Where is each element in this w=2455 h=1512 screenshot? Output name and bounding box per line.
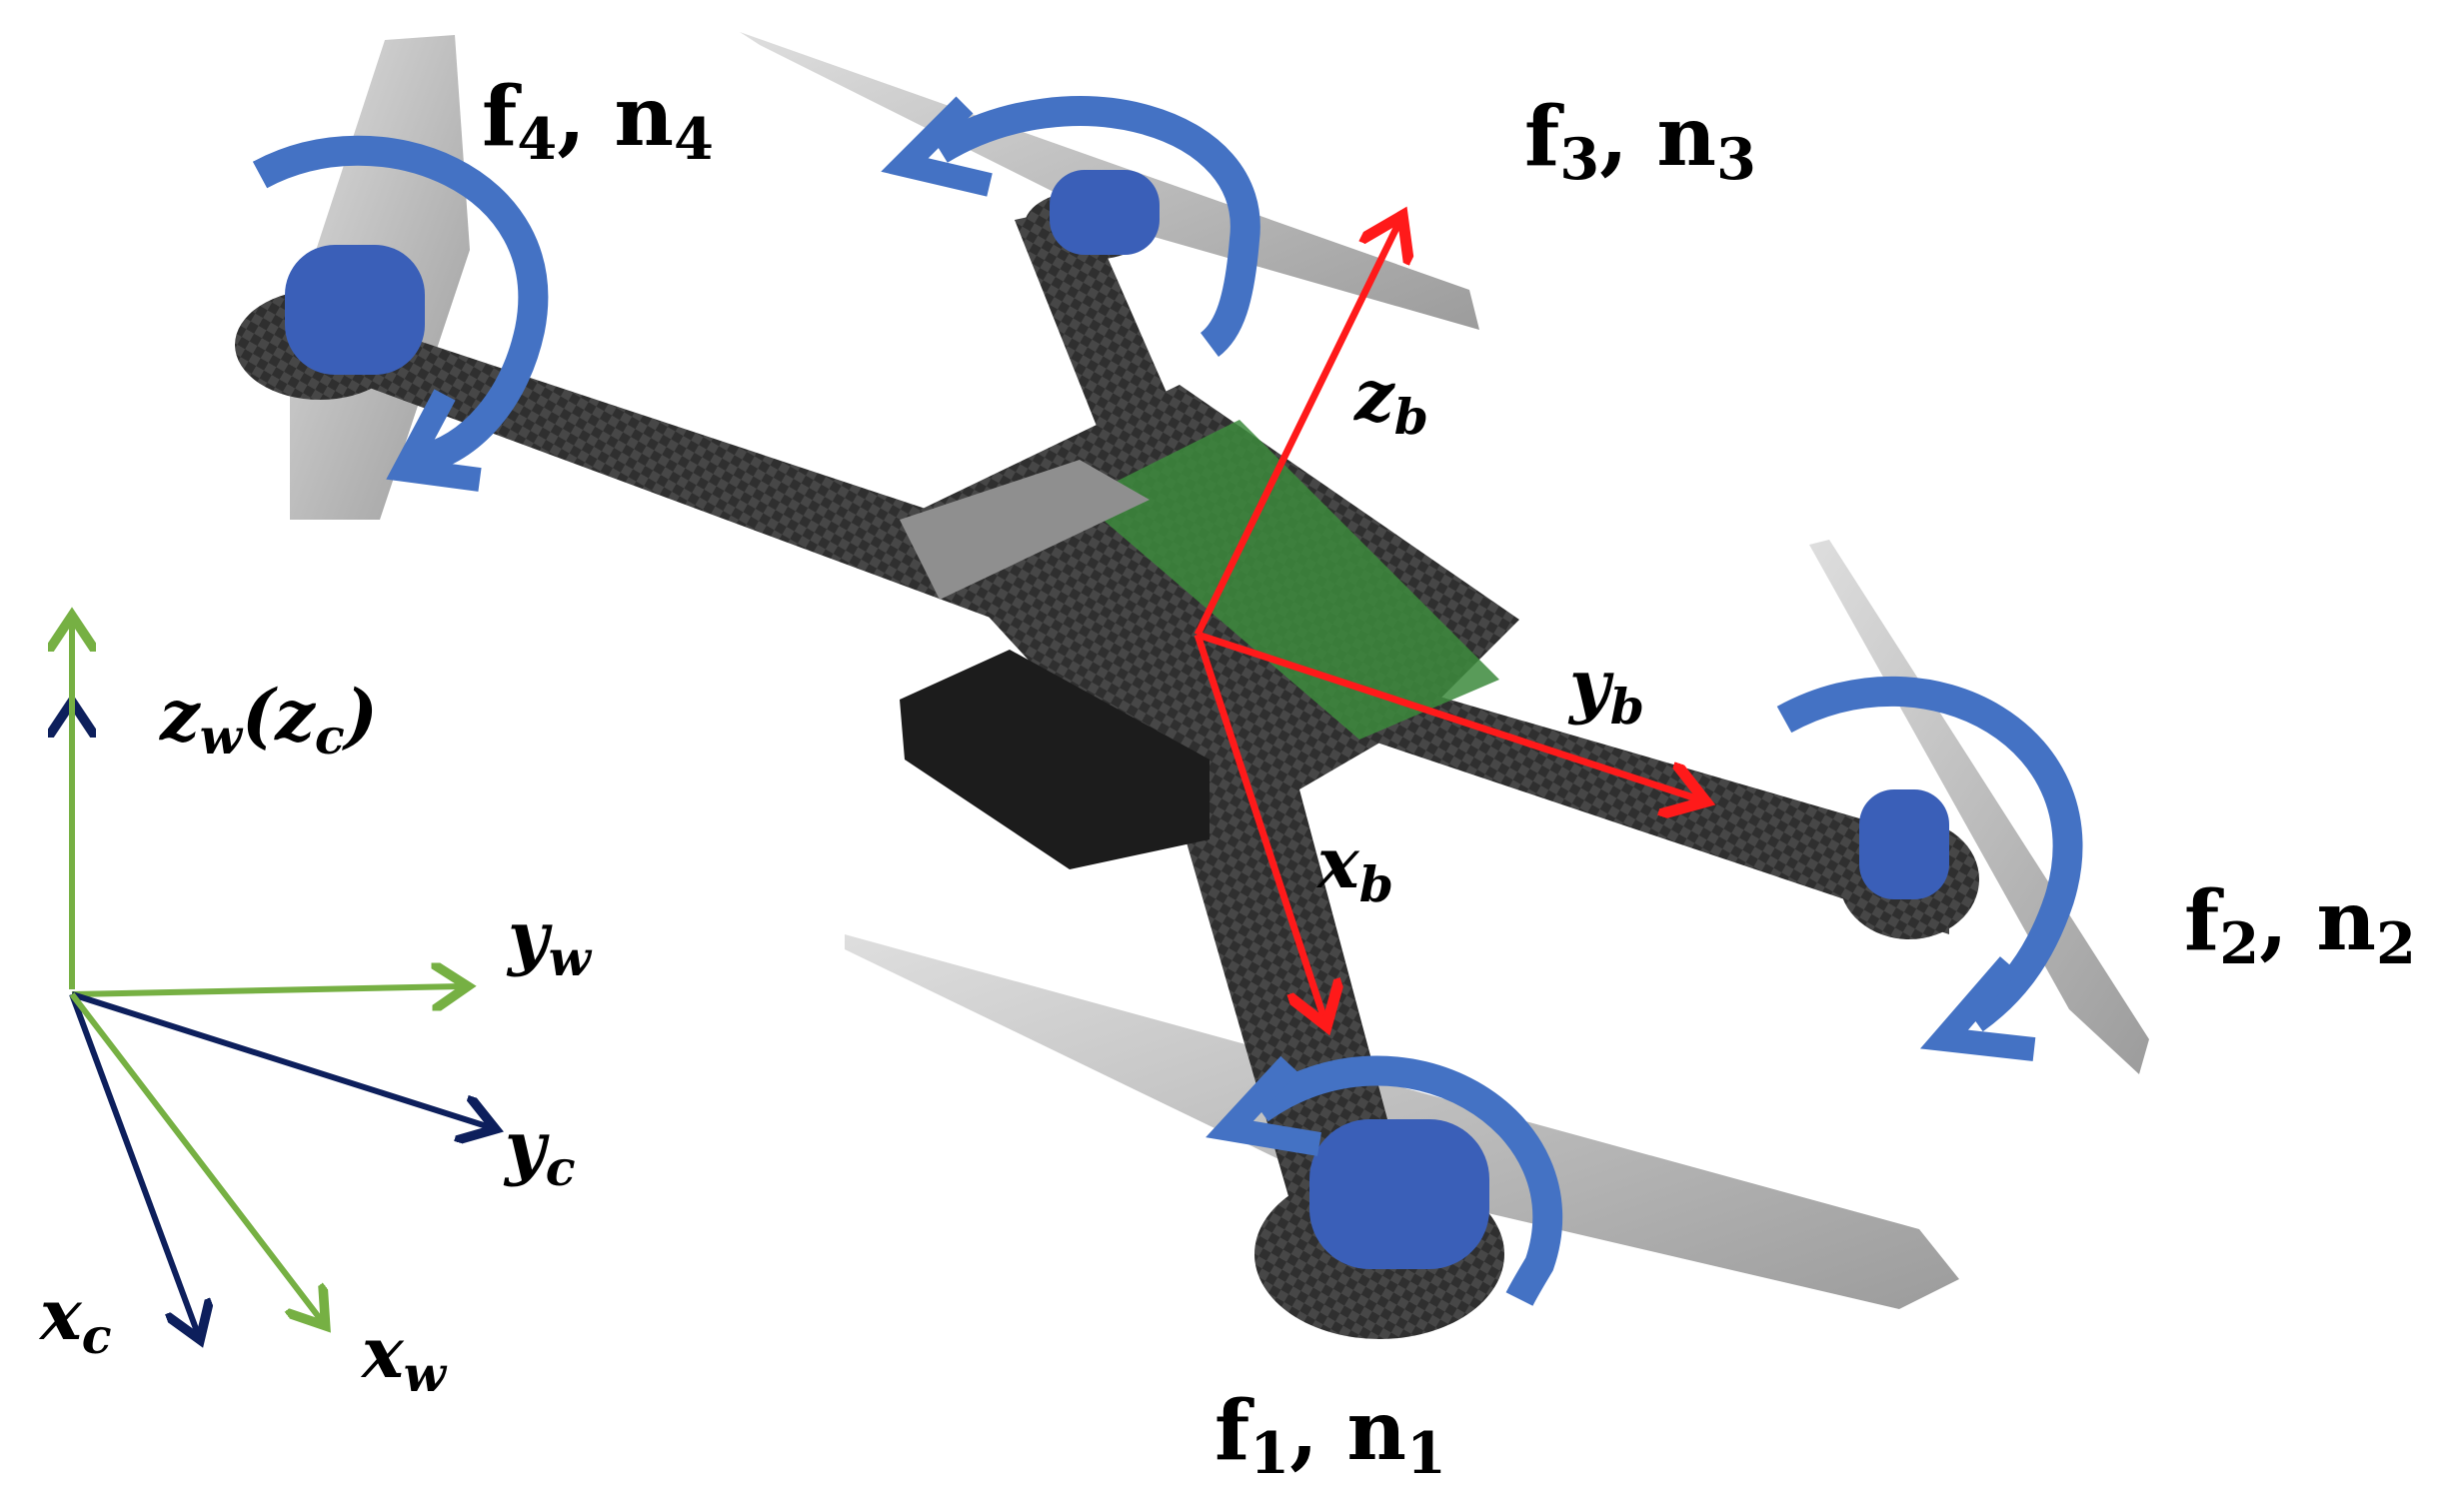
camera-x-axis	[69, 992, 198, 1334]
rotor-label-4: f4, n4	[482, 69, 714, 173]
body-y-axis	[1196, 631, 1699, 799]
flight-controller-board	[1080, 420, 1499, 740]
rotor-label-1: f1, n1	[1215, 1383, 1446, 1487]
motor-4	[285, 245, 425, 375]
rotation-arrows	[252, 96, 2083, 1306]
side-bracket	[900, 460, 1150, 600]
motor-1	[1309, 1119, 1489, 1269]
rotation-arrow-4-head	[386, 389, 482, 492]
rotor-label-2: f2, n2	[2184, 873, 2416, 977]
world-y-label: yw	[506, 895, 593, 987]
world-camera-axes	[72, 622, 490, 1334]
world-x-axis	[69, 992, 322, 1321]
rotor-label-3: f3, n3	[1524, 89, 1756, 193]
body-y-label: yb	[1567, 644, 1644, 736]
camera-y-label: yc	[503, 1105, 576, 1197]
body-z-axis	[1194, 222, 1399, 637]
camera-x-label: xc	[38, 1273, 112, 1365]
motor-3	[1050, 170, 1160, 255]
world-y-axis	[71, 986, 462, 994]
rotation-arrow-3-head	[881, 96, 993, 197]
rotation-arrow-1	[1250, 1055, 1563, 1306]
quadrotor-model	[235, 32, 2149, 1339]
rotation-arrow-4	[252, 135, 549, 475]
body-x-label: xb	[1315, 821, 1393, 913]
battery	[900, 650, 1210, 869]
arm-4	[240, 305, 1080, 640]
camera-y-axis	[71, 991, 490, 1127]
world-z-label: zw(zc)	[158, 674, 378, 765]
motor-2	[1859, 789, 1949, 899]
body-z-label: zb	[1352, 354, 1428, 446]
rotation-arrow-2	[1776, 676, 2083, 1032]
propeller-2	[1809, 540, 2149, 1074]
rotation-arrow-1-head	[1206, 1055, 1321, 1156]
world-x-label: xw	[360, 1311, 448, 1403]
rotation-arrow-3	[932, 96, 1260, 357]
body-x-axis	[1194, 633, 1324, 1019]
body-frame-axes	[1194, 222, 1699, 1019]
rotation-arrow-2-head	[1919, 956, 2036, 1061]
